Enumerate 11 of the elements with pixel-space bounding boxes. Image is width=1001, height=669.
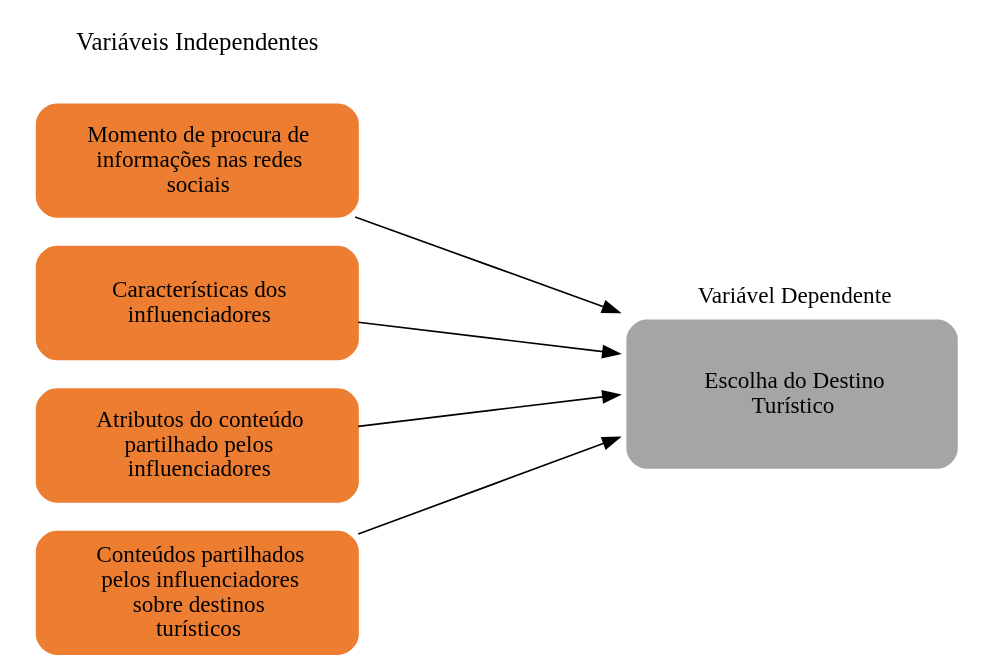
arrow <box>354 216 622 314</box>
arrow <box>357 436 622 535</box>
node-box: Momento de procura de informações nas redes sociais <box>35 103 359 218</box>
node-box: Atributos do conteúdo partilhado pelos influenciadores <box>35 388 359 503</box>
node-box: Conteúdos partilhados pelos influenciadores sobre destinos turísticos <box>35 530 359 656</box>
label: Variáveis Independentes <box>76 28 319 56</box>
node-box: Escolha do Destino Turístico <box>626 319 958 469</box>
arrow <box>357 321 622 359</box>
node-label: Variável Dependente <box>697 282 892 309</box>
arrow <box>357 390 622 428</box>
node-box: Características dos influenciadores <box>35 245 359 361</box>
